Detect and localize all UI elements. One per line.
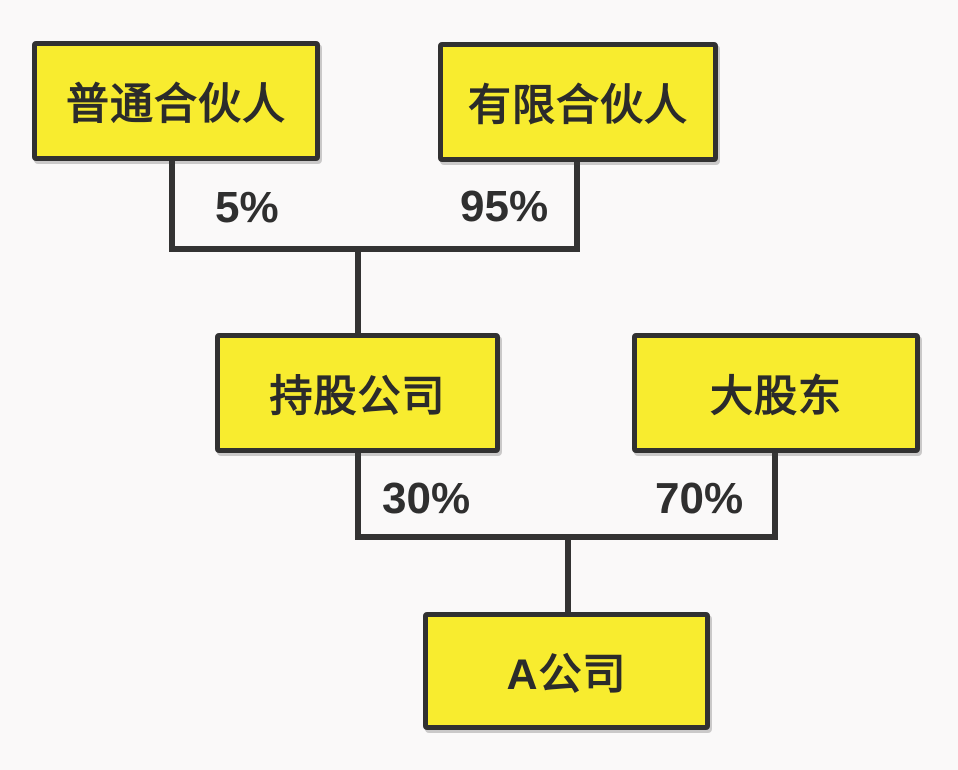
node-holding-company: 持股公司 <box>215 333 500 453</box>
node-limited-partner-label: 有限合伙人 <box>468 82 688 130</box>
connector-major-shareholder-down <box>772 450 778 540</box>
edge-label-general-partner-5pct: 5% <box>215 183 279 232</box>
connector-general-partner-down <box>169 156 175 252</box>
node-holding-company-label: 持股公司 <box>269 373 446 421</box>
node-company-a: A公司 <box>423 612 710 730</box>
edge-label-major-shareholder-70pct: 70% <box>655 474 744 523</box>
node-general-partner-label: 普通合伙人 <box>66 81 286 129</box>
node-limited-partner: 有限合伙人 <box>438 42 718 162</box>
node-major-shareholder-label: 大股东 <box>710 373 842 421</box>
edge-label-limited-partner-95pct: 95% <box>460 182 549 231</box>
node-company-a-label: A公司 <box>506 651 627 699</box>
connector-to-company-a <box>565 534 571 615</box>
edge-label-holding-company-30pct: 30% <box>382 474 471 523</box>
connector-to-holding-company <box>355 246 361 336</box>
connector-holding-company-down <box>355 450 361 540</box>
connector-limited-partner-down <box>574 157 580 252</box>
connector-horizontal-top <box>169 246 580 252</box>
node-major-shareholder: 大股东 <box>632 333 920 453</box>
node-general-partner: 普通合伙人 <box>32 41 320 161</box>
